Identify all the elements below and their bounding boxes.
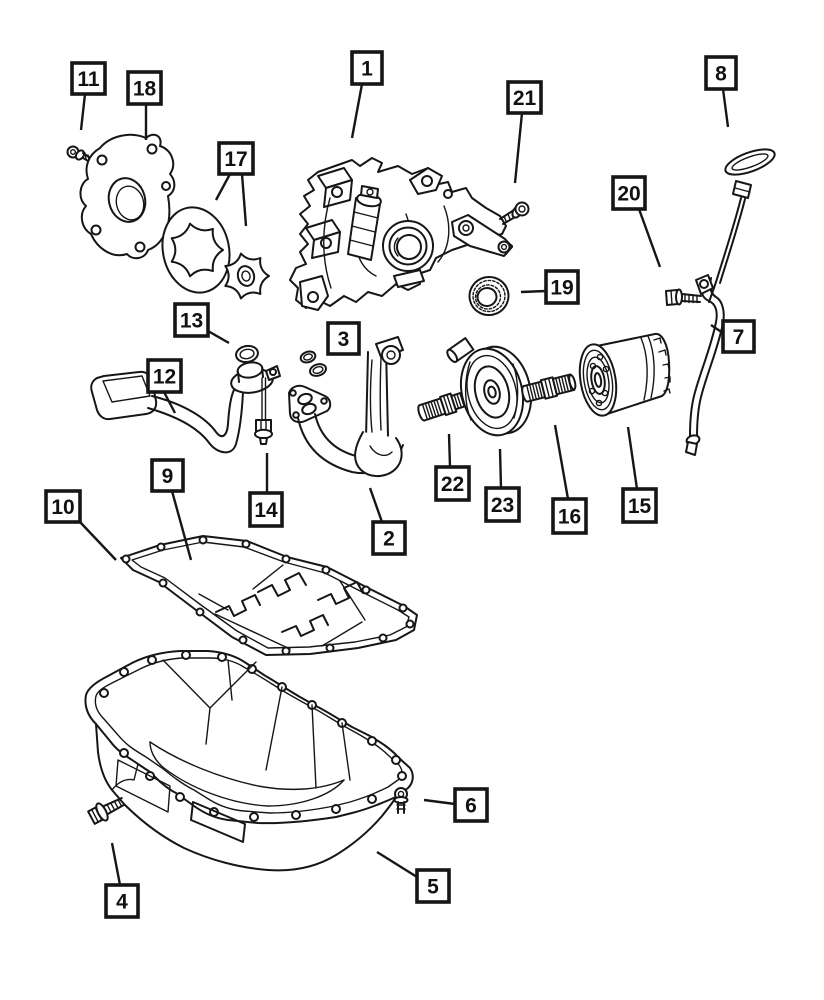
callout-leader-12 [162,391,177,414]
tube-gasket-drawing-3 [288,350,332,424]
callout-box-14 [248,491,284,528]
bolt-drawing-21 [499,201,530,225]
oil-filter-drawing-15 [578,332,671,417]
oil-cooler-drawing-23 [446,337,532,437]
callout-leader-8 [721,88,730,128]
callout-leader-17 [214,173,232,201]
callout-box-10 [44,489,82,524]
callout-leader-15 [626,426,639,490]
callout-leader-22 [447,433,452,468]
callout-box-11 [70,61,107,96]
callout-leader-2 [368,487,384,523]
callout-number-7: 7 [733,326,745,349]
callout-box-13 [173,302,210,338]
callout-number-19: 19 [550,277,573,300]
crank-seal-drawing-19 [468,275,510,317]
oil-pan-drawing-5 [84,650,414,872]
callout-box-23 [484,486,521,523]
o-ring-drawing-13 [235,344,259,364]
pump-cover-plate-drawing-18 [79,133,176,260]
callout-number-16: 16 [558,506,581,529]
callout-box-5 [415,868,451,904]
callout-box-9 [150,458,185,493]
callout-leader-23 [498,448,503,489]
callout-number-8: 8 [715,63,727,86]
callout-number-14: 14 [254,499,278,522]
gerotor-outer-rotor-drawing-17 [161,206,231,294]
callout-leader-13 [207,329,230,345]
callout-leader-20 [637,208,662,268]
callout-box-18 [126,70,163,106]
callout-number-11: 11 [77,68,100,91]
oil-pickup-tube-drawing-12 [90,361,281,454]
callout-leader-11 [79,93,87,131]
callout-box-21 [506,80,543,115]
drain-plug-drawing-4 [87,797,126,825]
callout-number-6: 6 [465,795,477,818]
callout-leader-10 [79,521,117,561]
dipstick-drawing-8 [708,148,776,303]
callout-box-1 [350,50,384,86]
oil-pump-housing-drawing-1 [289,157,513,311]
callout-number-12: 12 [153,366,176,389]
callout-leader-19 [520,289,547,294]
callout-number-10: 10 [51,496,74,519]
callout-number-18: 18 [133,78,157,101]
callout-number-22: 22 [441,473,464,496]
callout-number-13: 13 [180,310,203,333]
connector-fitting-drawing-16 [521,373,577,403]
gerotor-inner-rotor-drawing-17 [224,252,270,300]
callout-box-8 [704,55,738,91]
callout-leader-5 [376,850,418,879]
callout-box-17 [217,141,255,176]
callout-number-5: 5 [427,876,439,899]
callout-box-22 [434,465,471,502]
callout-number-15: 15 [628,495,652,518]
callout-box-6 [453,787,489,823]
callout-box-16 [551,497,588,535]
callout-number-21: 21 [513,87,537,110]
callout-box-15 [621,487,658,524]
callout-leader-9 [170,490,193,561]
callout-leader-4 [110,842,122,886]
callout-number-4: 4 [116,891,128,914]
callout-number-23: 23 [491,494,514,517]
callout-leader-21 [513,112,524,184]
callout-box-4 [104,883,140,919]
callout-number-2: 2 [383,528,395,551]
pickup-support-drawing-2 [297,336,404,478]
dipstick-tube-drawing-7 [685,274,725,456]
callout-box-7 [721,319,756,354]
callout-leader-17-1 [240,173,248,227]
callout-box-3 [326,321,361,356]
bolt-drawing-20 [665,288,702,306]
callout-leader-7 [710,324,724,334]
callout-box-2 [371,520,407,556]
bolt-drawing-6 [393,787,409,814]
callout-number-9: 9 [162,465,174,488]
callout-box-19 [544,269,580,305]
callout-number-20: 20 [617,183,640,206]
callout-leader-16 [553,424,570,500]
callout-number-17: 17 [224,148,247,171]
callout-box-12 [146,358,183,394]
oil-pan-gasket-drawing-9-10 [120,535,418,656]
callout-leader-1 [350,83,364,139]
bolt-drawing-14 [254,377,273,445]
callout-number-1: 1 [361,58,373,81]
connector-fitting-drawing-22 [417,390,470,422]
callout-box-20 [611,175,647,211]
callout-number-3: 3 [338,328,350,351]
callout-leader-6 [423,798,456,806]
